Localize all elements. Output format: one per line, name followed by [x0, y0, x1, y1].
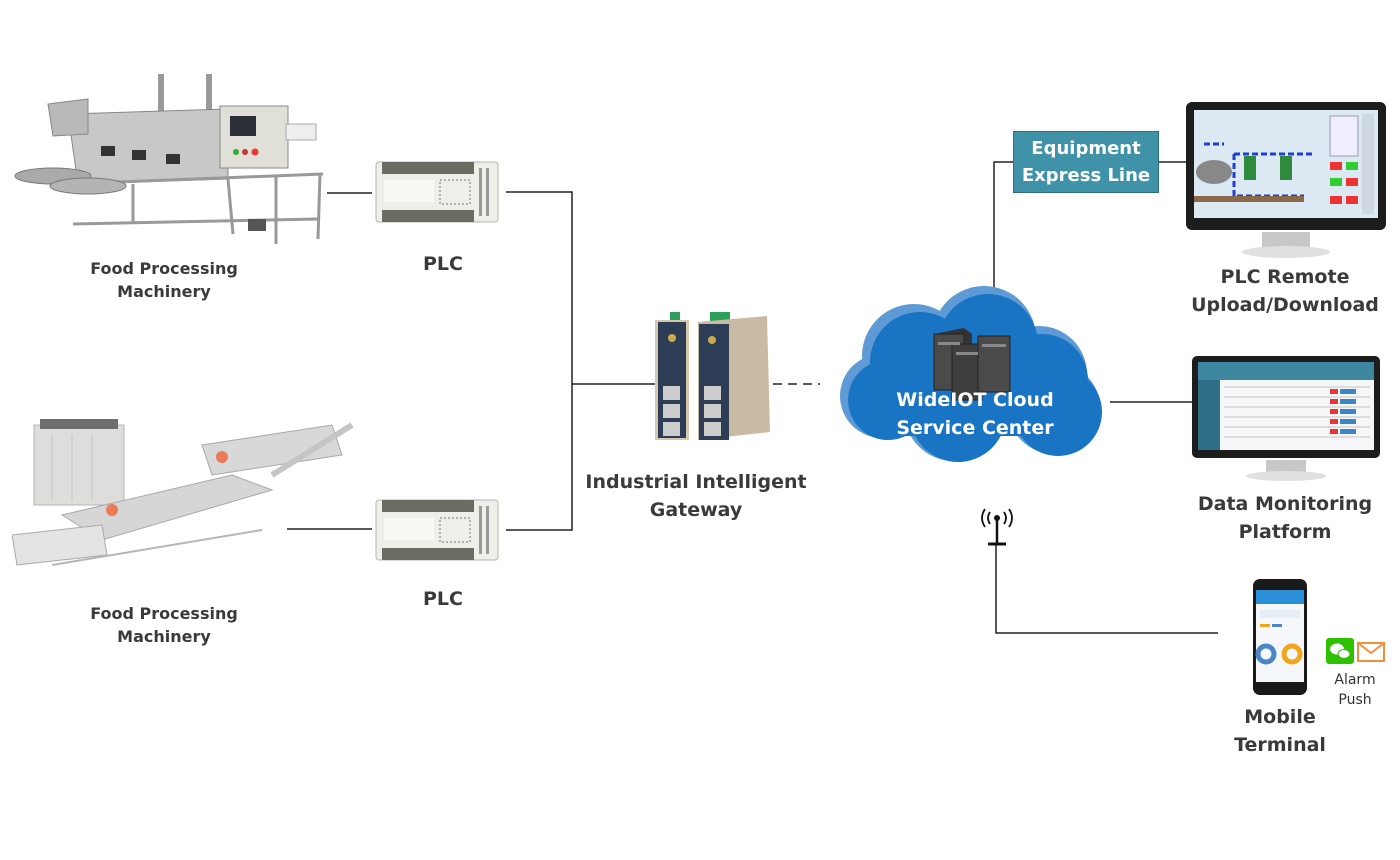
food-machine-image	[14, 74, 324, 244]
data-platform-label-line2: Platform	[1238, 521, 1332, 543]
mobile-terminal-label: Mobile Terminal	[1200, 703, 1360, 759]
alarm-label-line2: Push	[1338, 692, 1372, 708]
monitor-scada-image	[1186, 102, 1386, 258]
mobile-label-line2: Terminal	[1234, 734, 1326, 756]
gateway-image	[655, 312, 770, 440]
plc-remote-label-line2: Upload/Download	[1191, 294, 1379, 316]
plc-image	[375, 161, 499, 223]
line-plc-bus	[506, 191, 573, 531]
smartphone-image	[1253, 579, 1307, 695]
machine-bottom-label-line2: Machinery	[117, 627, 211, 646]
antenna-icon	[981, 508, 1013, 546]
cloud-label-line1: WideIOT Cloud	[896, 389, 1054, 411]
gateway-label-line2: Gateway	[649, 499, 743, 521]
plc-remote-label-line1: PLC Remote	[1220, 266, 1350, 288]
cloud-label-line2: Service Center	[896, 417, 1054, 439]
line-cloud-express	[993, 161, 1013, 300]
express-line-label-line2: Express Line	[1021, 165, 1151, 186]
food-machine-image	[12, 419, 354, 566]
data-platform-label: Data Monitoring Platform	[1180, 490, 1390, 546]
mobile-label-line1: Mobile	[1244, 706, 1316, 728]
express-line-label-line1: Equipment	[1031, 138, 1141, 159]
cloud-label: WideIOT Cloud Service Center	[870, 386, 1080, 442]
machine-top-label-line1: Food Processing	[90, 259, 238, 278]
gateway-label-line1: Industrial Intelligent	[585, 471, 807, 493]
plc-top-label: PLC	[423, 253, 463, 275]
alarm-label-line1: Alarm	[1334, 672, 1376, 688]
line-antenna-mobile	[995, 545, 1218, 634]
alarm-push-label: Alarm Push	[1322, 670, 1388, 710]
monitor-dashboard-image	[1192, 356, 1380, 481]
plc-remote-label: PLC Remote Upload/Download	[1180, 263, 1390, 319]
email-icon	[1357, 642, 1385, 662]
server-icon	[933, 328, 1011, 401]
cloud-icon	[840, 286, 1102, 462]
gateway-label: Industrial Intelligent Gateway	[578, 468, 814, 524]
data-platform-label-line1: Data Monitoring	[1197, 493, 1373, 515]
wechat-icon	[1326, 638, 1354, 664]
machine-bottom-label-line1: Food Processing	[90, 604, 238, 623]
machine-top-label-line2: Machinery	[117, 282, 211, 301]
plc-bottom-label: PLC	[423, 588, 463, 610]
machine-top-label: Food Processing Machinery	[74, 257, 254, 303]
equipment-express-line-box[interactable]: Equipment Express Line	[1013, 131, 1159, 193]
machine-bottom-label: Food Processing Machinery	[74, 602, 254, 648]
plc-image	[375, 499, 499, 561]
